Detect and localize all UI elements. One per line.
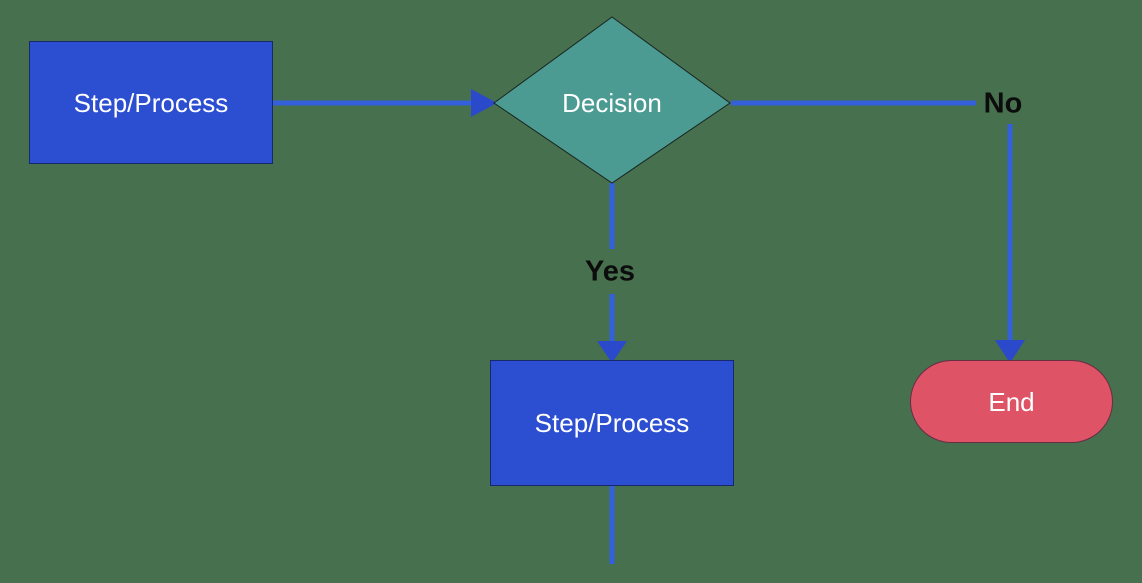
arrowhead-down-icon [597, 341, 627, 363]
arrowhead-down-icon [995, 340, 1025, 363]
node-end[interactable]: End [910, 360, 1113, 443]
edge-label-no: No [983, 87, 1023, 120]
node-process-1-label: Step/Process [73, 87, 229, 118]
node-decision-label-wrap: Decision [512, 88, 712, 118]
node-end-label: End [988, 386, 1035, 417]
edge-label-yes: Yes [585, 255, 635, 288]
node-process-1[interactable]: Step/Process [29, 41, 273, 164]
node-process-2-label: Step/Process [534, 408, 690, 438]
node-process-2[interactable]: Step/Process [490, 360, 734, 486]
node-decision-shape[interactable] [493, 16, 731, 184]
node-decision-label: Decision [562, 88, 662, 118]
arrowhead-right-icon [471, 89, 497, 117]
